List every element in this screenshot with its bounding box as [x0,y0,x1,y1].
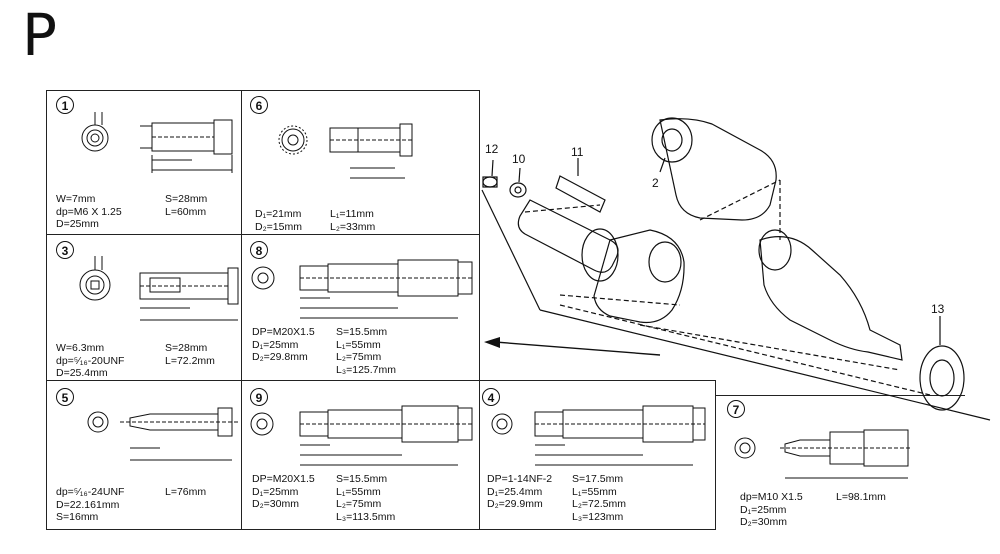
shaft-drawing-9 [250,405,473,466]
reference-arrow [494,341,661,356]
spec-right-4: S=17.5mm L₁=55mm L₂=72.5mm L₃=123mm [572,473,626,523]
panel-number-7: 7 [727,400,745,418]
section-letter: P [22,1,57,69]
spec-right-5: L=76mm [165,486,207,498]
spec-right-1: S=28mm L=60mm [165,193,208,218]
spec-left-6: D₁=21mm D₂=15mm [255,208,302,233]
panel-number-4: 4 [482,388,500,406]
callout-12: 12 [485,142,499,156]
panel-number-6: 6 [250,96,268,114]
panel-number-3: 3 [56,241,74,259]
callout-10: 10 [512,152,526,166]
shaft-variant-panel-7 [715,395,965,530]
shaft-drawing-3 [79,256,239,321]
panel-number-9: 9 [250,388,268,406]
spec-left-3: W=6.3mm dp=⁵⁄₁₆-20UNF D=25.4mm [56,342,125,379]
spec-left-7: dp=M10 X1.5 D₁=25mm D₂=30mm [740,491,803,528]
shaft-drawing-4 [491,405,706,466]
spec-right-7: L=98.1mm [836,491,886,503]
panel-number-5: 5 [56,388,74,406]
shaft-drawing-7 [734,429,910,479]
spec-left-4: DP=1-14NF-2 D₁=25.4mm D₂=29.9mm [487,473,553,510]
spec-left-8: DP=M20X1.5 D₁=25mm D₂=29.8mm [252,326,315,363]
shaft-drawing-6 [278,123,413,179]
spec-right-6: L₁=11mm L₂=33mm [330,208,376,233]
shaft-drawing-5 [87,407,238,461]
panel-number-1: 1 [56,96,74,114]
callout-2: 2 [652,176,659,190]
callout-13: 13 [931,302,945,316]
spec-right-8: S=15.5mm L₁=55mm L₂=75mm L₃=125.7mm [336,326,397,376]
spec-right-3: S=28mm L=72.2mm [165,342,215,367]
reference-arrowhead [484,337,500,348]
panel-number-8: 8 [250,241,268,259]
spec-left-5: dp=⁵⁄₁₆-24UNF D=22.161mm S=16mm [56,486,125,523]
shaft-drawing-1 [81,112,233,173]
callout-11: 11 [571,145,584,159]
crankshaft-exploded-view [481,117,991,421]
spec-left-1: W=7mm dp=M6 X 1.25 D=25mm [56,193,122,230]
shaft-drawing-8 [251,259,473,319]
spec-left-9: DP=M20X1.5 D₁=25mm D₂=30mm [252,473,315,510]
spec-right-9: S=15.5mm L₁=55mm L₂=75mm L₃=113.5mm [336,473,396,523]
